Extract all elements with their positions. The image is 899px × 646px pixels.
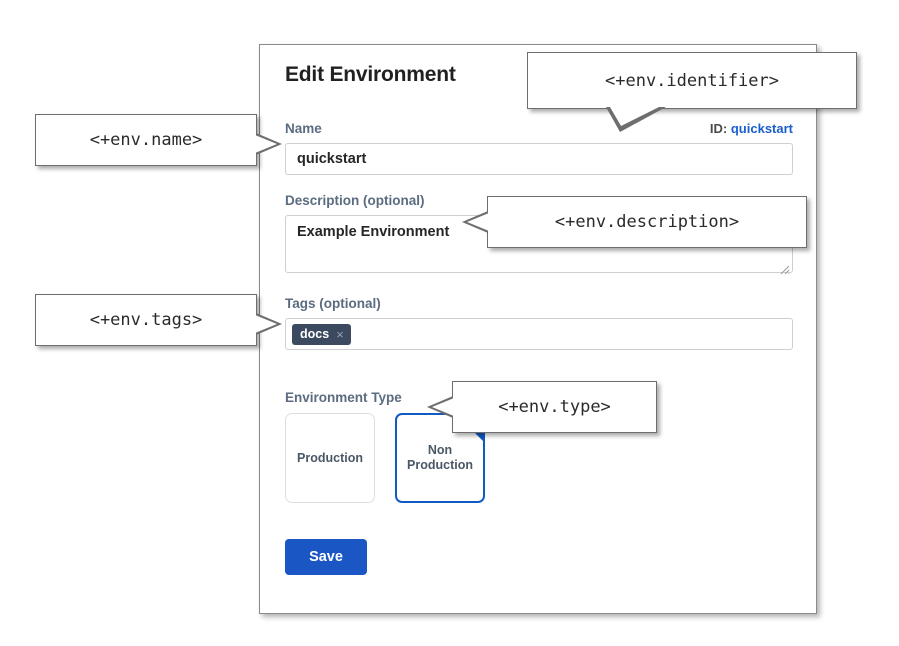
callout-tail-inner [432,398,454,416]
callout-tail-inner [255,315,277,333]
callout-text: <+env.type> [498,397,611,417]
identifier-label: ID: [709,121,728,136]
tags-label: Tags (optional) [285,296,381,311]
environment-type-card-production[interactable]: Production [285,413,375,503]
tag-chip[interactable]: docs × [292,323,351,345]
name-input[interactable] [285,143,793,175]
edit-environment-panel: Edit Environment Name ID: quickstart Des… [259,44,817,614]
callout-tail-inner [467,213,489,231]
callout-env-tags: <+env.tags> [35,294,282,346]
callout-tail-inner [255,135,277,153]
callout-env-name: <+env.name> [35,114,282,166]
environment-identifier: ID: quickstart [710,121,793,136]
page-title: Edit Environment [285,63,456,86]
identifier-value-link[interactable]: quickstart [730,121,793,136]
save-button[interactable]: Save [285,539,367,575]
environment-type-card-label: Production [297,450,363,465]
environment-type-card-label: Non Production [407,443,473,472]
callout-env-description: <+env.description> [462,196,807,248]
tag-chip-label: docs [300,326,330,341]
remove-tag-icon[interactable]: × [336,326,344,342]
callout-text: <+env.name> [89,130,203,150]
callout-text: <+env.identifier> [605,70,779,91]
callout-env-identifier: <+env.identifier> [527,52,857,132]
environment-type-label: Environment Type [285,390,402,405]
callout-tail-inner [610,107,659,126]
environment-form: Name ID: quickstart Description (optiona… [285,121,793,575]
tags-input[interactable]: docs × [285,318,793,350]
callout-text: <+env.description> [554,212,740,232]
callout-env-type: <+env.type> [427,381,657,433]
spacer [285,175,793,193]
name-row-header: Name ID: quickstart [285,121,793,143]
callout-text: <+env.tags> [89,310,203,330]
name-label: Name [285,121,322,136]
spacer [285,278,793,296]
description-label: Description (optional) [285,193,425,208]
